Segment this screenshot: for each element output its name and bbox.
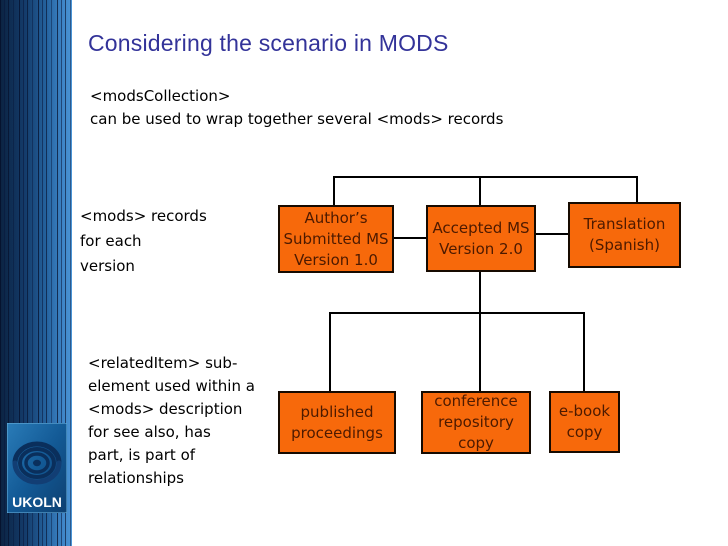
node-ebook-copy: e-book copy <box>549 391 620 453</box>
slide-title: Considering the scenario in MODS <box>88 30 449 56</box>
connector-top-horizontal <box>333 176 638 178</box>
node-published-proceedings: published proceedings <box>278 391 396 454</box>
connector-drop-authors <box>333 176 335 205</box>
connector-lower-horizontal <box>329 312 585 314</box>
connector-authors-accepted <box>393 237 426 239</box>
connector-drop-published <box>329 312 331 391</box>
node-authors-submitted-ms: Author’s Submitted MS Version 1.0 <box>278 205 394 273</box>
intro-text: <modsCollection> can be used to wrap tog… <box>90 87 504 128</box>
connector-drop-accepted <box>479 176 481 205</box>
ukoln-spiral-icon <box>12 441 62 485</box>
connector-accepted-down <box>479 272 481 312</box>
label-related-item: <relatedItem> sub- element used within a… <box>88 354 255 487</box>
label-mods-records: <mods> records for each version <box>80 207 207 275</box>
ukoln-logo: UKOLN <box>7 423 67 513</box>
node-conference-repository-copy: conference repository copy <box>421 391 531 454</box>
ukoln-logo-text: UKOLN <box>12 494 62 510</box>
connector-accepted-translation <box>535 233 568 235</box>
node-translation-spanish: Translation (Spanish) <box>568 202 681 268</box>
connector-drop-conference <box>479 312 481 391</box>
connector-drop-translation <box>636 176 638 202</box>
connector-drop-ebook <box>583 312 585 391</box>
sidebar-stripe: UKOLN <box>0 0 72 546</box>
node-accepted-ms: Accepted MS Version 2.0 <box>426 205 536 272</box>
